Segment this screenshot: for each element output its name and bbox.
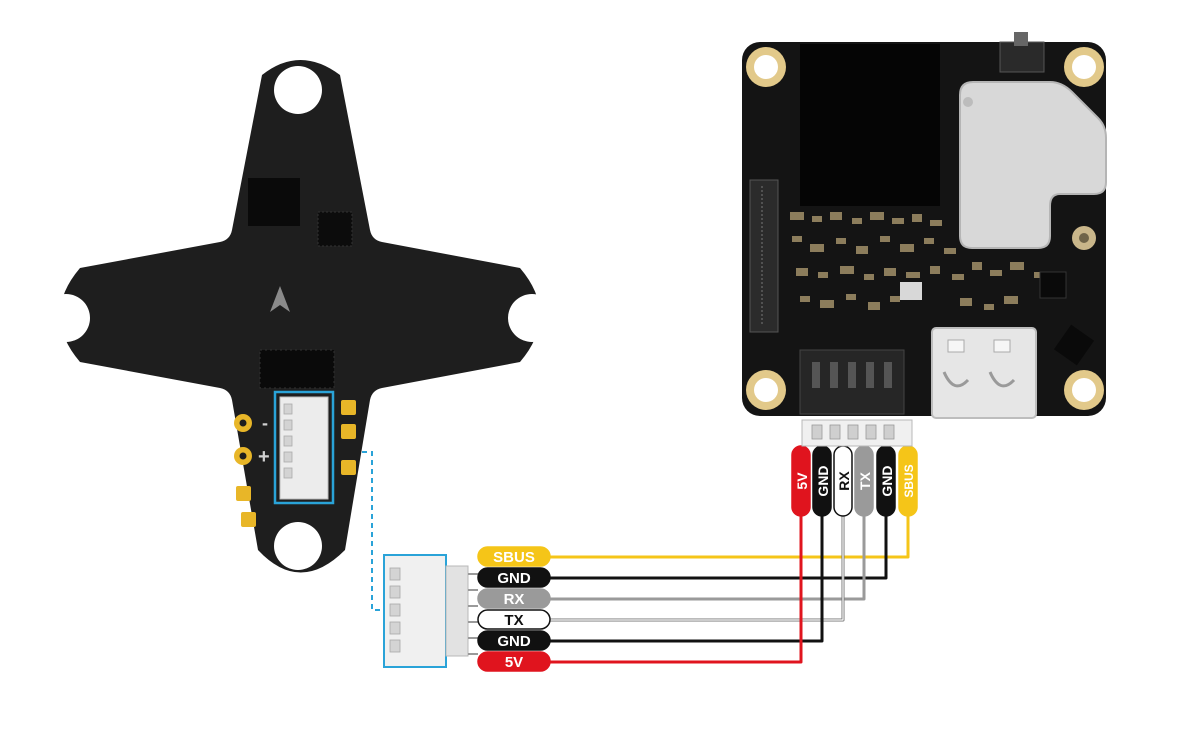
mount-holes — [746, 47, 1104, 410]
solder-pad — [341, 424, 356, 439]
wires — [550, 508, 910, 664]
slide-switch — [999, 41, 1045, 73]
vwire-label-gnd: GND — [812, 445, 832, 517]
solder-pad — [236, 486, 251, 501]
board-outline — [60, 60, 540, 573]
svg-text:SBUS: SBUS — [902, 464, 916, 497]
pad-plus-label: + — [258, 446, 270, 468]
wire-label-rx: RX — [477, 588, 551, 609]
receiver-board: - + — [42, 60, 556, 573]
solder-pad — [341, 400, 356, 415]
bottom-chip — [259, 349, 335, 389]
pad-minus-label: - — [262, 413, 268, 433]
diode — [1053, 324, 1095, 366]
svg-text:RX: RX — [836, 471, 852, 491]
wire-gnd-2 — [550, 508, 824, 643]
ic-square — [1039, 271, 1067, 299]
processor-chip — [800, 44, 940, 206]
svg-text:GND: GND — [879, 465, 895, 496]
wire-tx — [550, 508, 845, 622]
svg-text:5V: 5V — [794, 472, 810, 490]
vwire-label-5v: 5V — [791, 445, 811, 517]
mount-hole-left — [42, 294, 90, 342]
svg-text:GND: GND — [497, 570, 531, 587]
mount-hole-bottom — [274, 522, 322, 570]
air-unit-board — [742, 32, 1107, 419]
direction-arrow-icon — [270, 286, 290, 312]
svg-text:RX: RX — [504, 591, 525, 608]
svg-text:5V: 5V — [505, 654, 523, 671]
connector-wire-labels: SBUS GND RX TX GND 5V — [477, 546, 551, 672]
vertical-wire-labels: 5V GND RX TX GND SBUS — [791, 445, 918, 517]
mount-hole-right — [508, 294, 556, 342]
main-chip — [248, 178, 300, 226]
wire-tx-inner — [550, 508, 844, 621]
wire-label-tx: TX — [477, 609, 551, 630]
cable-connector — [383, 554, 478, 668]
wire-sbus — [550, 508, 910, 559]
vwire-label-sbus: SBUS — [898, 445, 918, 517]
svg-text:SBUS: SBUS — [493, 549, 535, 566]
svg-text:GND: GND — [497, 633, 531, 650]
connector-highlight — [273, 390, 335, 505]
svg-text:GND: GND — [815, 465, 831, 496]
solder-pad — [241, 512, 256, 527]
vwire-label-tx: TX — [854, 445, 874, 517]
wire-label-gnd: GND — [477, 567, 551, 588]
svg-text:TX: TX — [504, 612, 523, 629]
wire-label-5v: 5V — [477, 651, 551, 672]
vwire-label-gnd: GND — [876, 445, 896, 517]
solder-pad — [341, 460, 356, 475]
wire-rx — [550, 508, 866, 601]
wire-label-sbus: SBUS — [477, 546, 551, 567]
wire-5v — [550, 508, 803, 664]
small-chip — [900, 282, 922, 300]
wire-label-gnd: GND — [477, 630, 551, 651]
flex-connector — [749, 179, 779, 333]
callout-dashed-line — [362, 451, 384, 611]
shield-can — [959, 81, 1107, 249]
cable-plug — [801, 419, 913, 447]
vwire-label-rx: RX — [833, 445, 853, 517]
smd-components — [790, 212, 1044, 310]
wire-gnd-1 — [550, 508, 888, 580]
small-chip — [317, 211, 353, 247]
svg-text:TX: TX — [857, 471, 873, 490]
mount-hole-top — [274, 66, 322, 114]
